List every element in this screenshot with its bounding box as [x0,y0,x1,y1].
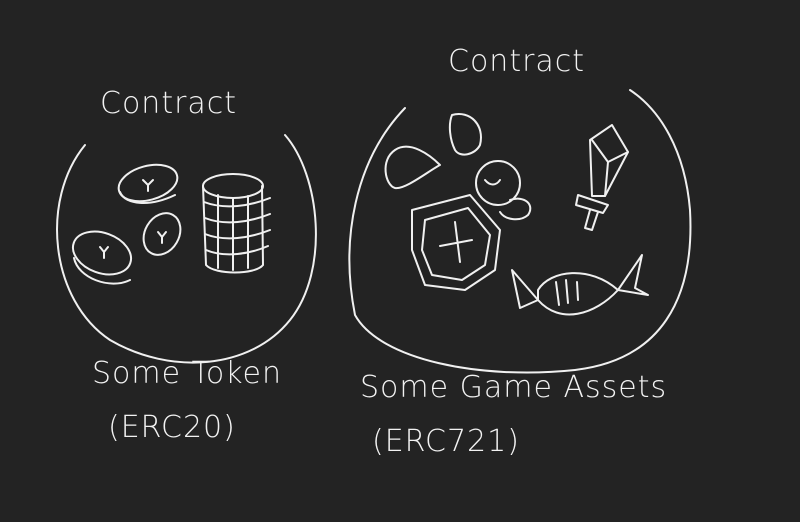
coin-icon [117,163,179,204]
right-contract-circle [348,89,692,374]
coin-stack-icon [202,173,271,274]
coin-icon [142,212,182,256]
left-standard-label: (ERC20) [108,410,236,445]
right-contract-label: Contract [448,44,586,79]
left-name-label: Some Token [92,356,282,391]
left-contract-label: Contract [100,86,238,121]
bunny-helmet-icon [384,113,532,221]
left-contract-circle [56,134,317,364]
right-name-label: Some Game Assets [360,370,668,405]
shield-icon [411,194,501,291]
coin-icon [71,230,133,285]
right-standard-label: (ERC721) [372,424,520,459]
sword-icon [575,124,629,231]
winged-candy-icon [511,254,649,316]
